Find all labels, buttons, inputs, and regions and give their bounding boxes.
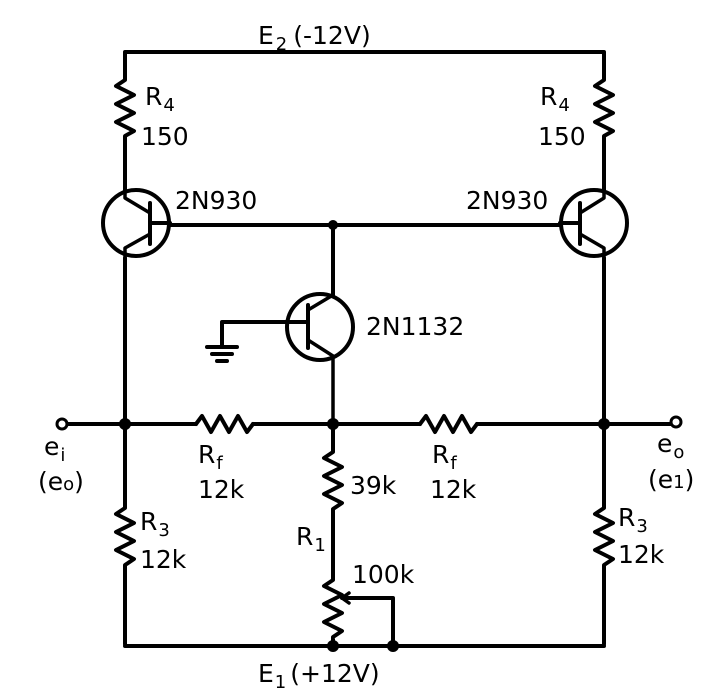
top-rail [123,50,606,77]
resistor-r3-right [593,422,615,646]
r4-left-label: R4 [145,82,175,116]
r1-label: R1 [296,522,326,556]
r39-value: 39k [350,471,397,500]
r4-left-value: 150 [141,122,189,151]
rf-left-label: Rf [198,440,223,474]
rf-right-label: Rf [432,440,457,474]
base-bus [168,220,562,230]
output-terminal [669,415,683,429]
resistor-39k [322,422,344,567]
output-label: eo [657,429,684,463]
q-left-label: 2N930 [175,186,257,215]
e1-label: E1(+12V) [258,659,380,693]
feedback-line [64,414,674,434]
r3-right-value: 12k [618,540,665,569]
resistor-r4-left [114,73,136,194]
resistor-r4-right [593,73,615,194]
r3-left-value: 12k [140,545,187,574]
r4-right-label: R4 [540,82,570,116]
transistor-q-left [101,188,172,260]
transistor-q-center [220,223,355,422]
ground-icon [205,345,239,363]
rf-right-value: 12k [430,475,477,504]
collector-wires [123,256,606,424]
bottom-rail [123,640,606,652]
input-alt-label: (eo) [38,467,84,496]
input-label: ei [44,432,65,466]
pot-value: 100k [352,560,415,589]
r4-right-value: 150 [538,122,586,151]
r3-left-label: R3 [140,507,170,541]
r3-right-label: R3 [618,503,648,537]
output-alt-label: (e1) [648,465,694,494]
input-terminal [55,417,69,431]
q-center-label: 2N1132 [366,312,464,341]
rf-left-value: 12k [198,475,245,504]
transistor-q-right [558,188,629,260]
potentiometer-100k [322,563,399,652]
resistor-r3-left [114,422,136,646]
q-right-label: 2N930 [466,186,548,215]
